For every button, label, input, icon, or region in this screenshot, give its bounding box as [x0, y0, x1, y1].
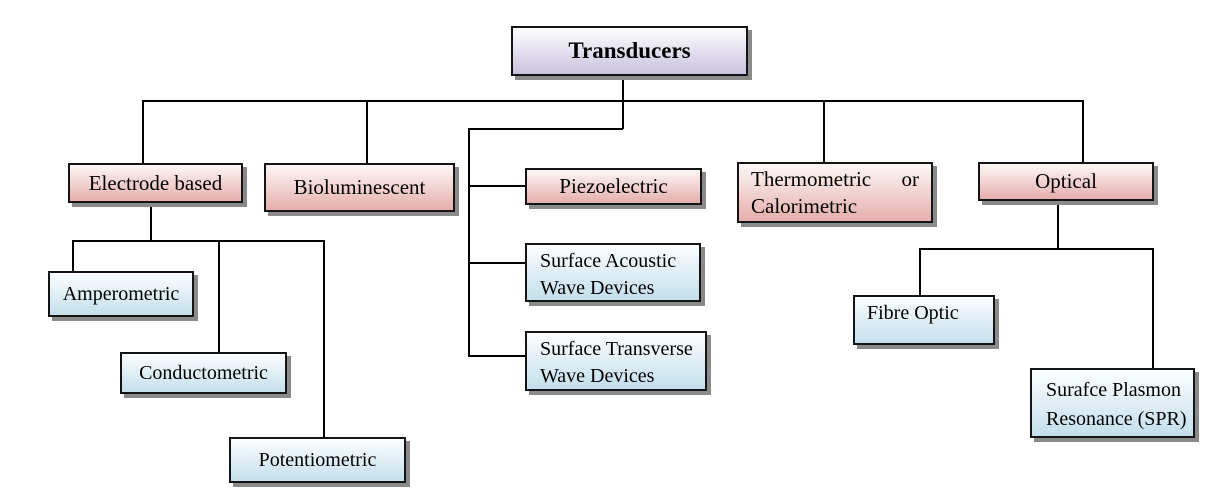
node-transducers-label: Transducers — [568, 37, 691, 63]
connector-stub-surface-transverse — [468, 355, 526, 357]
node-potentiometric-label: Potentiometric — [258, 448, 377, 471]
node-optical: Optical — [978, 162, 1154, 201]
connector-electrode-stem — [150, 202, 152, 241]
node-electrode-based: Electrode based — [68, 163, 243, 203]
node-transducers: Transducers — [511, 26, 748, 76]
connector-main-rail — [142, 100, 1083, 102]
node-surface-plasmon-resonance-label: Surafce Plasmon Resonance (SPR) — [1046, 379, 1187, 430]
connector-drop-potentiometric — [323, 240, 325, 438]
connector-drop-amperometric — [72, 240, 74, 272]
connector-stub-piezoelectric — [468, 185, 526, 187]
node-surface-transverse-wave-devices-label: Surface Transverse Wave Devices — [540, 338, 693, 387]
node-amperometric-label: Amperometric — [62, 282, 180, 305]
connector-drop-optical — [1082, 100, 1084, 162]
connector-optical-rail — [919, 248, 1153, 250]
node-fibre-optic-label: Fibre Optic — [867, 302, 959, 324]
node-piezoelectric-label: Piezoelectric — [559, 174, 668, 199]
node-surface-acoustic-wave-devices-label: Surface Acoustic Wave Devices — [540, 250, 677, 299]
node-optical-label: Optical — [1035, 169, 1097, 194]
connector-optical-stem — [1057, 200, 1059, 249]
node-bioluminescent-label: Bioluminescent — [293, 175, 426, 200]
node-conductometric-label: Conductometric — [139, 361, 268, 384]
connector-drop-bioluminescent — [366, 100, 368, 163]
connector-drop-fibre-optic — [919, 248, 921, 296]
connector-drop-conductometric — [218, 240, 220, 353]
node-amperometric: Amperometric — [48, 271, 194, 317]
node-conductometric: Conductometric — [120, 352, 287, 394]
connector-root-stem — [622, 76, 624, 101]
node-electrode-based-label: Electrode based — [88, 170, 223, 195]
connector-drop-electrode-based — [142, 100, 144, 163]
node-thermometric-calorimetric-label: Thermometric or Calorimetric — [751, 167, 919, 218]
node-surface-transverse-wave-devices: Surface Transverse Wave Devices — [525, 331, 707, 391]
connector-center-extension — [622, 100, 624, 129]
node-piezoelectric: Piezoelectric — [525, 168, 702, 205]
connector-piezo-spine — [468, 128, 470, 356]
connector-drop-spr — [1152, 248, 1154, 369]
node-surface-plasmon-resonance: Surafce Plasmon Resonance (SPR) — [1030, 368, 1195, 438]
connector-stub-surface-acoustic — [468, 262, 526, 264]
connector-electrode-rail — [72, 240, 324, 242]
connector-drop-thermometric — [823, 100, 825, 162]
node-surface-acoustic-wave-devices: Surface Acoustic Wave Devices — [525, 243, 701, 302]
node-thermometric-calorimetric: Thermometric or Calorimetric — [737, 162, 933, 223]
node-potentiometric: Potentiometric — [229, 437, 406, 483]
connector-center-to-piezo-spine — [468, 128, 623, 130]
node-fibre-optic: Fibre Optic — [853, 295, 995, 345]
node-bioluminescent: Bioluminescent — [264, 163, 455, 212]
